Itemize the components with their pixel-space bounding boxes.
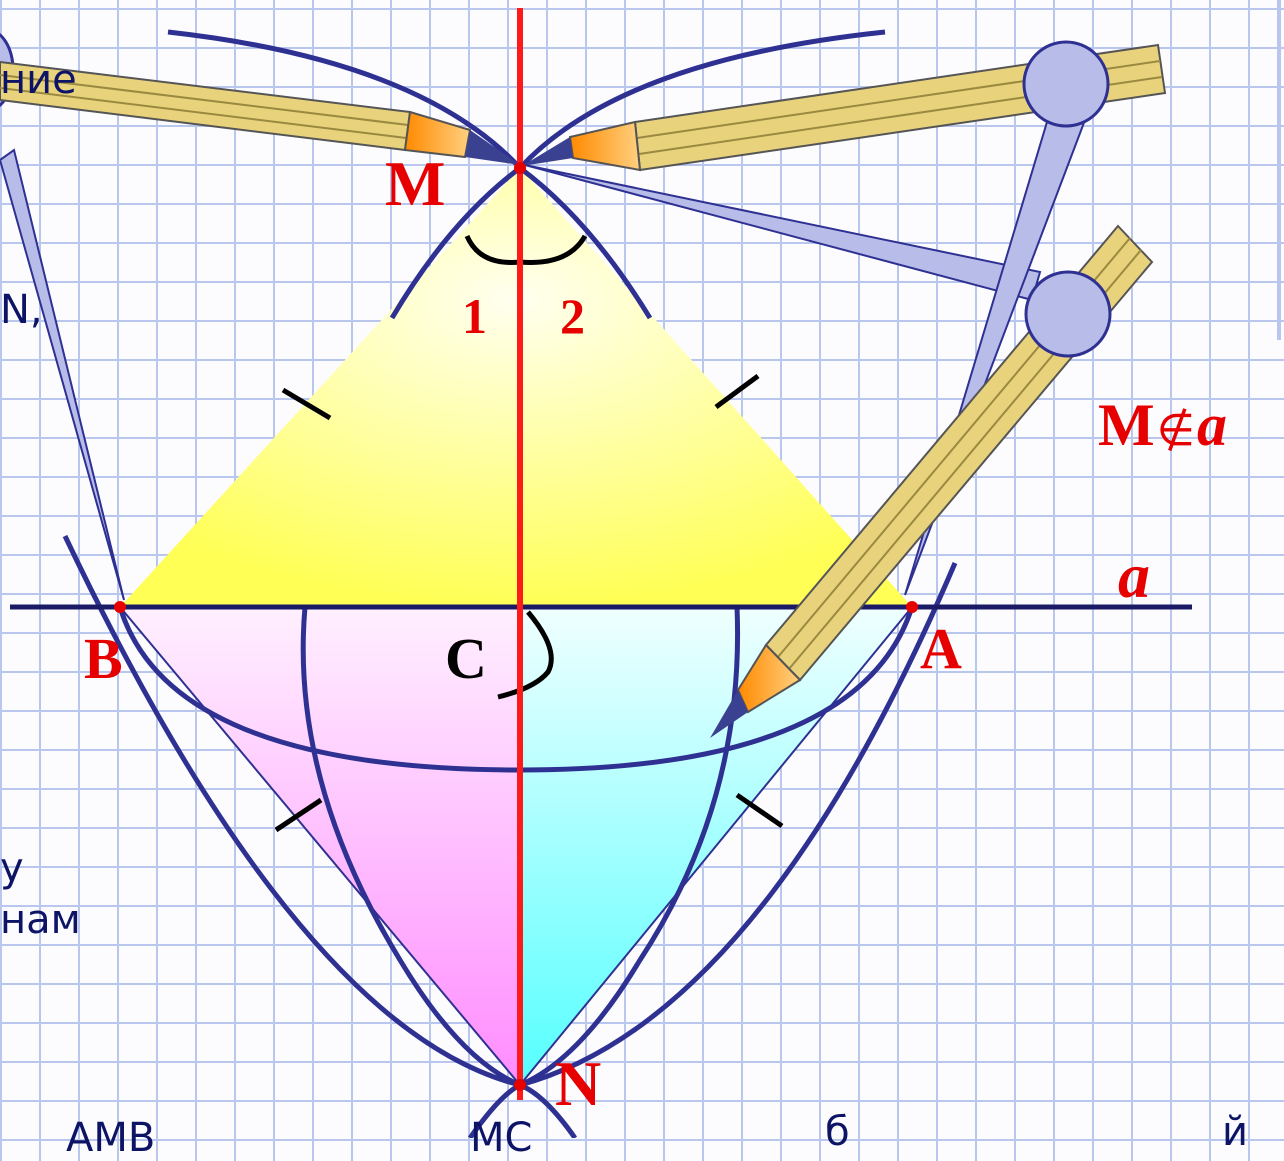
relation-point: M [1098, 392, 1155, 458]
label-n: N [555, 1048, 601, 1119]
label-c: C [445, 626, 487, 691]
triangle-mba [120, 168, 912, 607]
text-fragment-top-left: ние [0, 57, 77, 103]
text-fragment-bottom-b: б [825, 1109, 850, 1155]
compass-hinge-lower [1024, 270, 1112, 358]
text-fragment-bottom-row: AMB [66, 1115, 156, 1161]
tick-ma [714, 373, 760, 410]
label-a: A [920, 616, 962, 681]
label-angle-1: 1 [462, 288, 487, 344]
label-b: B [84, 626, 123, 691]
arc-top-right [518, 29, 886, 170]
arc-right-upper [518, 165, 653, 320]
arc-left-upper [389, 165, 522, 320]
text-fragment-bottom-mid: MC [470, 1115, 533, 1161]
label-angle-2: 2 [560, 288, 585, 344]
point-m [514, 162, 526, 174]
arc-top-left [167, 29, 522, 170]
text-fragment-mid-left: N, [0, 287, 43, 333]
arc-b-center [62, 534, 521, 1088]
relation-line: a [1197, 392, 1227, 458]
label-line-a: a [1118, 540, 1150, 611]
segment-bn [119, 606, 521, 1086]
tick-an [735, 792, 784, 829]
tick-bn [274, 797, 323, 833]
text-fragment-lower-1: у [0, 845, 24, 891]
arc-a-center [519, 562, 958, 1088]
compass-left-leg [0, 148, 125, 601]
segment-an [519, 606, 913, 1086]
arc-left-inner [300, 606, 521, 1088]
tick-mb [281, 387, 332, 421]
point-a [906, 601, 918, 613]
point-b [114, 601, 126, 613]
label-m: M [385, 148, 445, 219]
pencil-icon [0, 60, 520, 165]
text-fragment-bottom-right: й [1222, 1109, 1248, 1155]
relation-symbol: ∉ [1157, 406, 1195, 455]
text-fragment-lower-2: нам [0, 897, 81, 943]
relation-text: M∉a [1098, 392, 1227, 458]
point-n [514, 1079, 526, 1091]
